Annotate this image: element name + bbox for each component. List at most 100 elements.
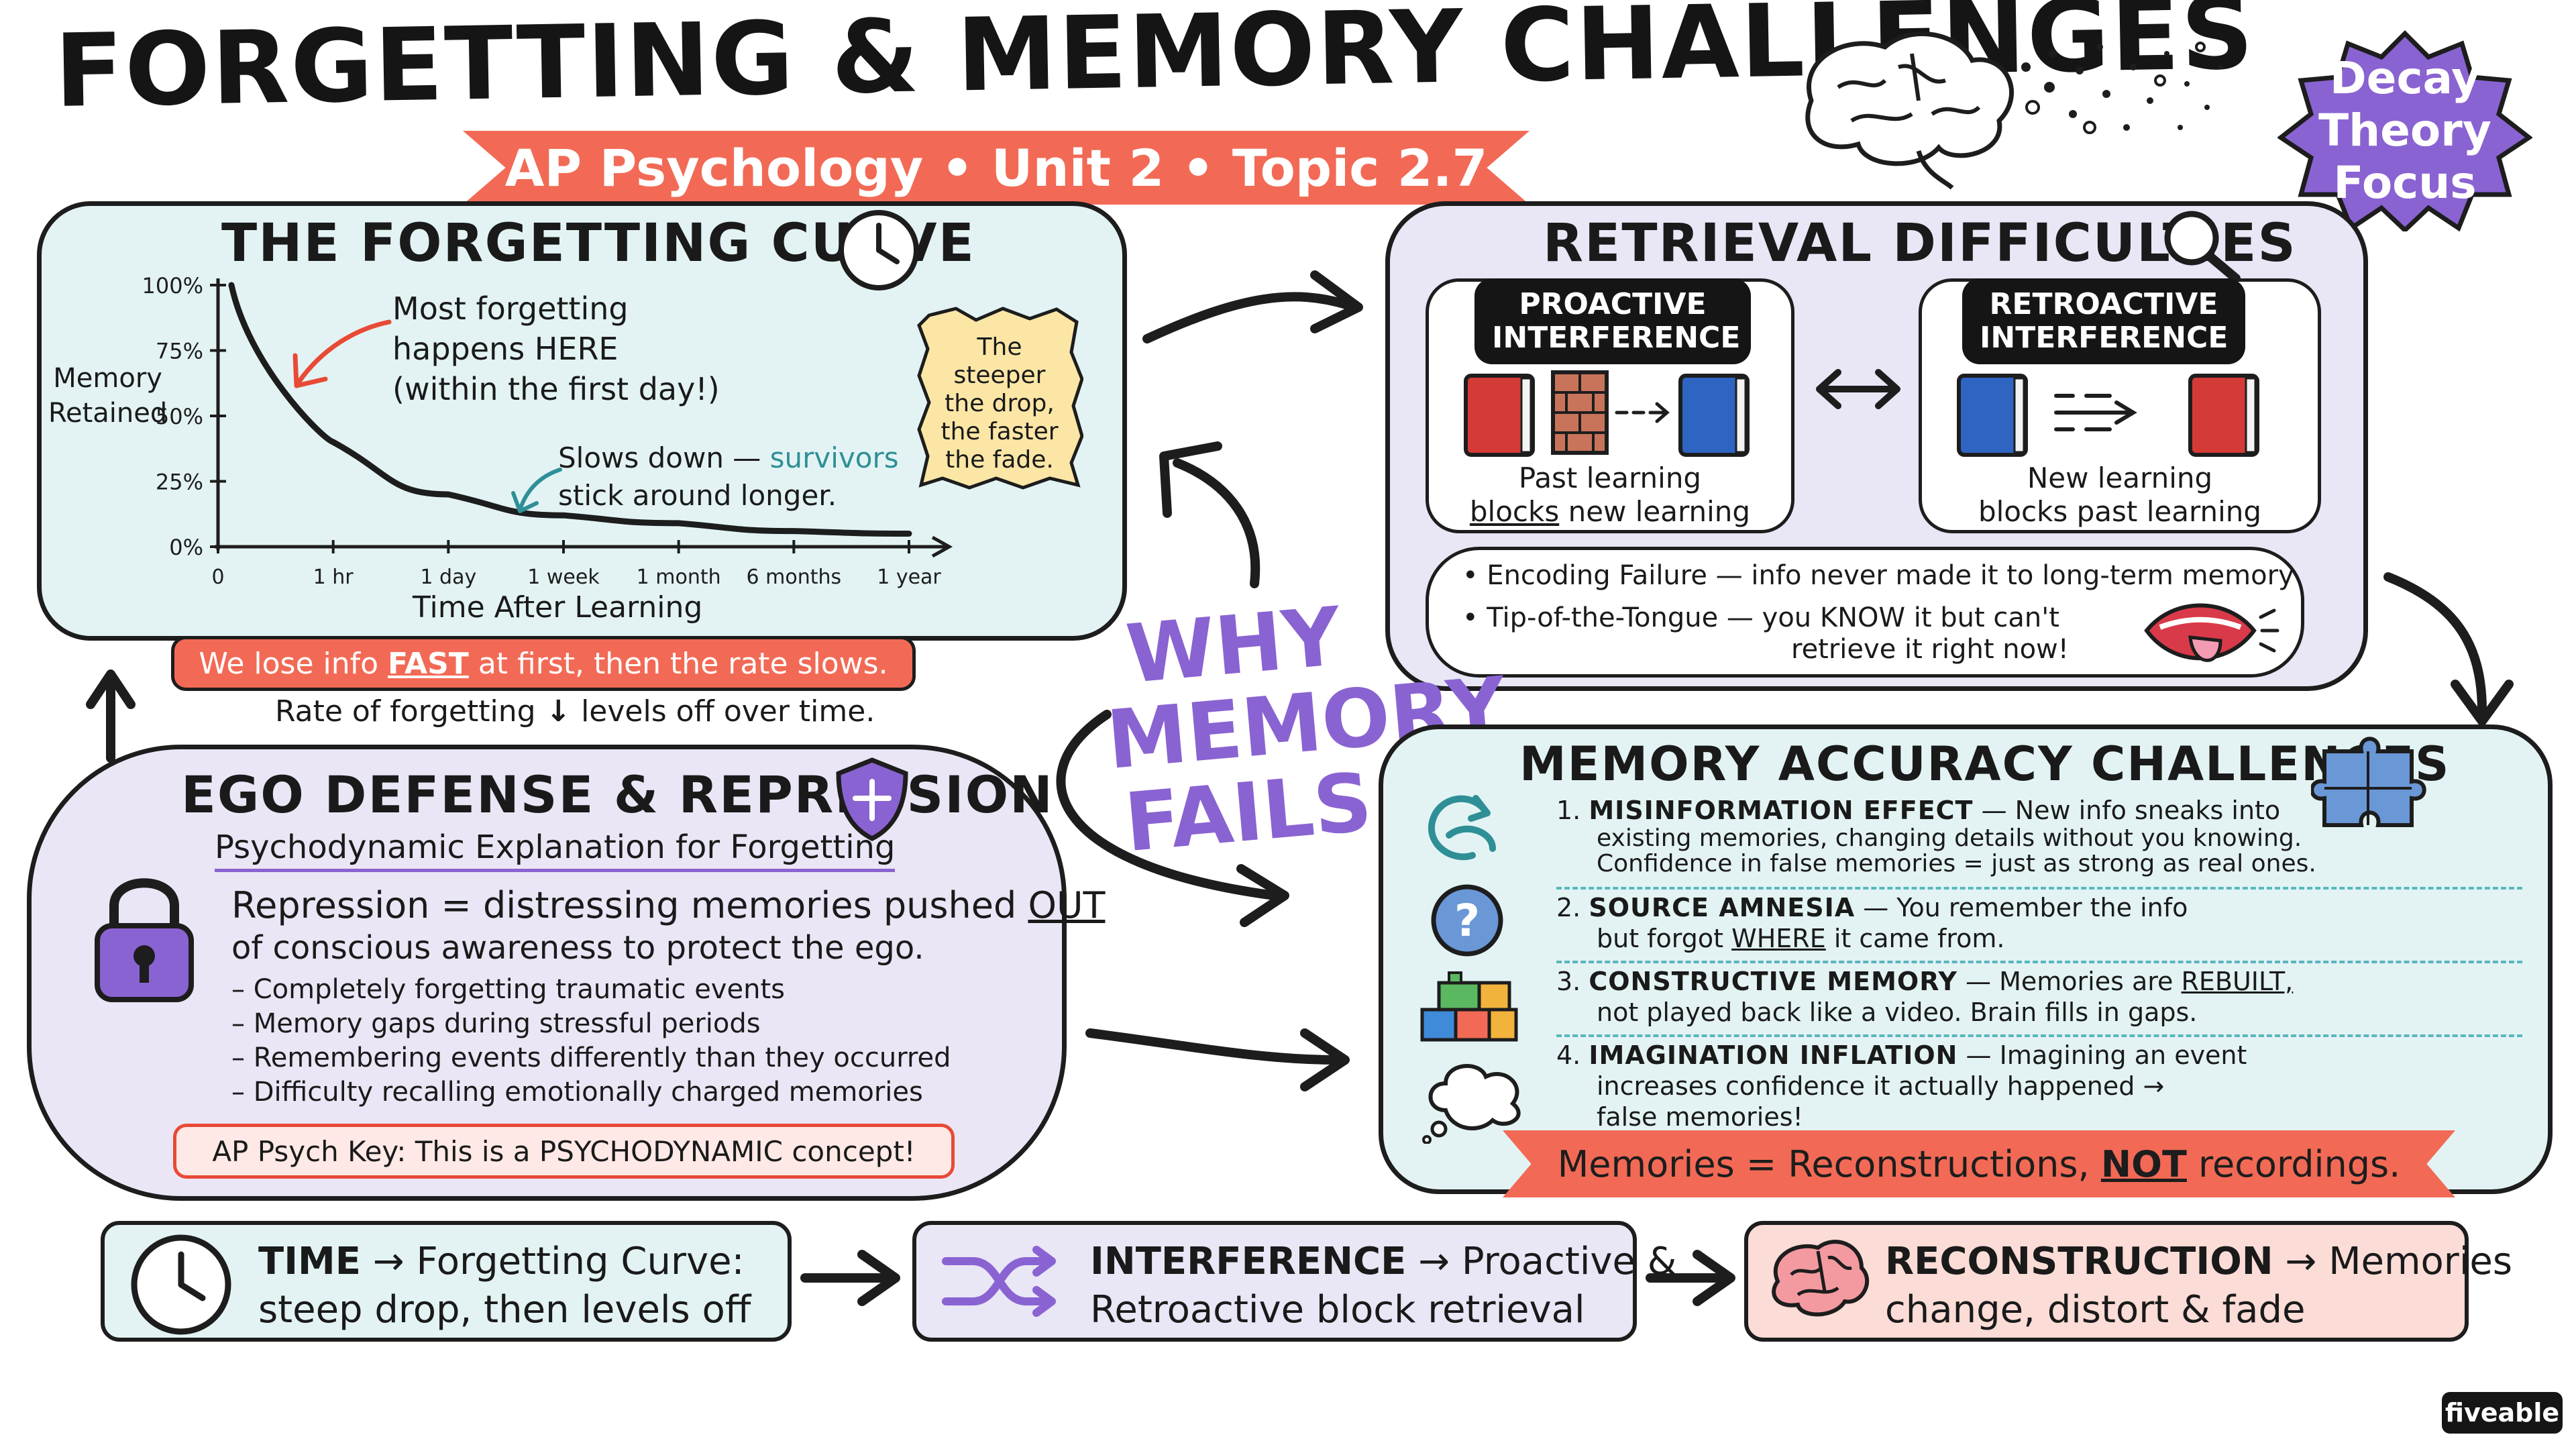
summary-interference-line1: → Proactive & — [1418, 1240, 1677, 1283]
x-tick-label: 1 week — [527, 566, 600, 589]
ego-bullets: – Completely forgetting traumatic events… — [231, 973, 951, 1110]
annotation-slows-down: Slows down — survivors stick around long… — [558, 439, 899, 515]
divider-2 — [1556, 961, 2522, 963]
y-tick-label: 75% — [156, 339, 203, 364]
note-line4: the faster — [941, 418, 1059, 445]
proactive-caption: Past learning blocks new learning — [1436, 462, 1784, 529]
item1-text3: Confidence in false memories = just as s… — [1597, 850, 2316, 877]
badge-line-1: Decay — [2329, 52, 2481, 104]
curve-banner-b: FAST — [388, 646, 469, 681]
item2-num: 2. — [1556, 893, 1581, 922]
x-tick-label: 1 day — [420, 566, 476, 589]
cycle-arrows-icon — [1428, 795, 1496, 861]
repression-line1a: Repression = distressing memories pushed — [231, 884, 1017, 926]
ego-subtitle: Psychodynamic Explanation for Forgetting — [215, 828, 896, 872]
ego-bullet-1: – Completely forgetting traumatic events — [231, 974, 785, 1005]
note-line3: the drop, — [945, 390, 1055, 417]
note-line5: the fade. — [945, 446, 1054, 474]
accuracy-item-2: 2. SOURCE AMNESIA — You remember the inf… — [1556, 892, 2188, 954]
note-line1: The — [977, 333, 1022, 361]
x-axis-label: Time After Learning — [413, 590, 703, 625]
retroactive-label-2: INTERFERENCE — [1980, 321, 2229, 355]
brick-wall-icon — [1551, 370, 1609, 455]
curve-banner: We lose info FAST at first, then the rat… — [171, 636, 916, 691]
puzzle-icon — [2311, 737, 2426, 827]
brand-logo[interactable]: fiveable — [2442, 1392, 2563, 1434]
accuracy-banner-c: recordings. — [2198, 1142, 2401, 1185]
divider-3 — [1556, 1034, 2522, 1037]
chart-series — [217, 282, 912, 537]
sticky-note: The steeper the drop, the faster the fad… — [916, 305, 1083, 490]
annotation-slows-b: survivors — [769, 441, 899, 474]
ego-bullet-3: – Remembering events differently than th… — [231, 1042, 951, 1073]
ego-bullet-2: – Memory gaps during stressful periods — [231, 1008, 761, 1039]
teal-arrow-icon — [511, 468, 562, 513]
summary-time-line1: → Forgetting Curve: — [372, 1240, 745, 1283]
annotation-most-line1: Most forgetting — [392, 290, 629, 327]
brain-icon — [1805, 31, 2222, 190]
clock-icon — [131, 1234, 231, 1335]
proactive-caption-1: Past learning — [1518, 462, 1702, 494]
proactive-caption-2: blocks — [1469, 495, 1560, 528]
badge-line-2: Theory — [2318, 105, 2491, 156]
x-tick-label: 1 hr — [313, 566, 354, 589]
x-axis-arrow — [931, 535, 953, 558]
item1-num: 1. — [1556, 796, 1581, 825]
summary-time-line2: steep drop, then levels off — [258, 1288, 751, 1332]
x-tick-label: 1 year — [877, 566, 941, 589]
item3-text1: — Memories are — [1966, 967, 2174, 996]
retroactive-label-1: RETROACTIVE — [1989, 287, 2218, 321]
divider-1 — [1556, 887, 2522, 890]
summary-reconstruction-text: RECONSTRUCTION → Memories change, distor… — [1885, 1238, 2512, 1334]
starburst-shape — [2277, 30, 2532, 231]
repression-line2: of conscious awareness to protect the eg… — [231, 929, 924, 967]
item2-text2: but forgot — [1597, 924, 1724, 953]
summary-reconstruction-line2: change, distort & fade — [1885, 1288, 2306, 1332]
svg-text:?: ? — [1454, 895, 1480, 947]
decay-theory-badge: Decay Theory Focus — [2277, 30, 2532, 231]
brain-header-graphic — [1784, 20, 2254, 195]
x-tick-label: 1 month — [637, 566, 721, 589]
item2-text4: it came from. — [1833, 924, 2005, 953]
accuracy-item-1: 1. MISINFORMATION EFFECT — New info snea… — [1556, 795, 2316, 877]
item2-text1: — You remember the info — [1863, 893, 2188, 922]
retroactive-graphic — [1957, 374, 2259, 457]
proactive-graphic — [1464, 370, 1750, 457]
summary-time-text: TIME → Forgetting Curve: steep drop, the… — [258, 1238, 751, 1334]
sticky-note-shape — [917, 307, 1083, 490]
down-arrow-icon: ↓ — [535, 694, 582, 729]
forgetting-curve-line — [228, 282, 912, 537]
annotation-most-line2: happens HERE — [392, 331, 619, 367]
proactive-caption-3: new learning — [1568, 495, 1751, 528]
subtitle-text: AP Psychology • Unit 2 • Topic 2.7 — [504, 138, 1488, 198]
arrow-curve-to-retrieval — [1142, 292, 1353, 343]
subtitle-ribbon: AP Psychology • Unit 2 • Topic 2.7 — [463, 131, 1529, 205]
retrieval-bullets-box — [1426, 547, 2304, 678]
summary-time-head: TIME — [258, 1240, 362, 1283]
summary-reconstruction-head: RECONSTRUCTION — [1885, 1240, 2273, 1283]
badge-line-3: Focus — [2333, 157, 2477, 209]
item2-head: SOURCE AMNESIA — [1589, 893, 1856, 922]
annotation-slows-c: stick around longer. — [558, 479, 837, 512]
y-tick-label: 0% — [169, 535, 203, 560]
blocks-icon — [1420, 971, 1518, 1042]
y-tick-label: 25% — [156, 470, 203, 495]
question-icon: ? — [1431, 884, 1503, 957]
summary-time-box — [101, 1221, 792, 1342]
retroactive-caption-1: New learning — [2027, 462, 2213, 494]
annotation-most-forgetting: Most forgetting happens HERE (within the… — [392, 288, 720, 409]
mouth-icon — [2144, 603, 2279, 662]
retroactive-caption: New learning blocks past learning — [1929, 462, 2311, 529]
repression-line1b: OUT — [1028, 884, 1106, 926]
lock-icon — [95, 878, 194, 1002]
retroactive-caption-2: blocks past learning — [1978, 495, 2262, 528]
why-memory-fails: WHY MEMORY FAILS — [1096, 590, 1509, 871]
x-tick-label: 6 months — [747, 566, 842, 589]
clock-icon — [835, 207, 922, 297]
y-axis-label-line2: Retained — [48, 398, 168, 429]
accuracy-item-4: 4. IMAGINATION INFLATION — Imagining an … — [1556, 1040, 2247, 1132]
accuracy-title: MEMORY ACCURACY CHALLENGES — [1519, 737, 2451, 792]
item3-num: 3. — [1556, 967, 1581, 996]
item4-head: IMAGINATION INFLATION — [1589, 1040, 1958, 1070]
